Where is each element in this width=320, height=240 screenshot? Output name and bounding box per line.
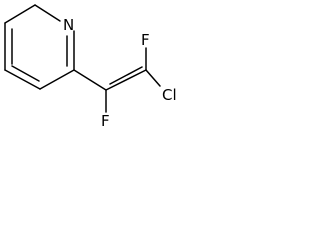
ring-bond-c2-n — [34, 4, 61, 22]
atom-label-f-top: F — [141, 31, 150, 49]
bond-to-cl — [145, 69, 161, 87]
ring-bond-c1-c2 — [4, 4, 36, 24]
ring-bond-c3-c4 — [39, 69, 75, 90]
molecule-structure: N F Cl F — [4, 4, 177, 130]
bond-ring-to-vinyl — [73, 69, 107, 91]
atom-label-cl: Cl — [162, 86, 177, 104]
double-bond-vinyl-outer — [105, 69, 147, 91]
ring-bond-c4-c5 — [4, 69, 41, 90]
atom-label-n: N — [63, 16, 74, 34]
atom-label-f-bottom: F — [101, 112, 110, 130]
double-bond-vinyl-inner — [109, 66, 143, 85]
ring-bond-c4-c5-inner — [11, 65, 40, 82]
